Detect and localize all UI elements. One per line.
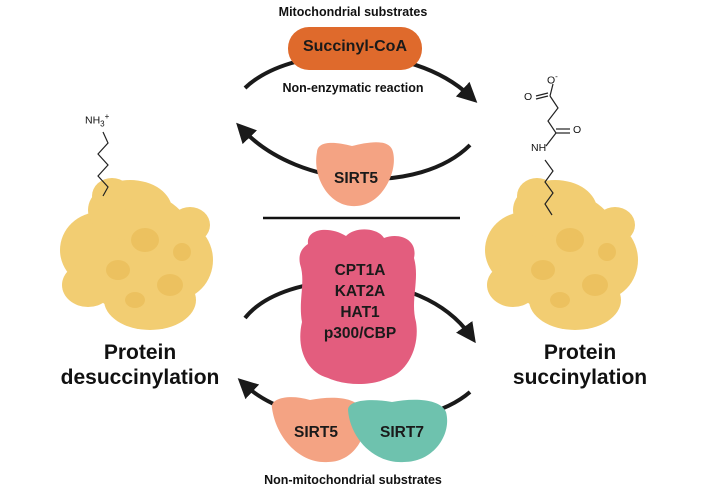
protein-desuccinylation-title-line2: desuccinylation bbox=[60, 366, 220, 389]
writer-label-2: KAT2A bbox=[334, 283, 386, 300]
protein-desuccinylation-title-line1: Protein bbox=[103, 341, 177, 364]
mitochondrial-substrates-label: Mitochondrial substrates bbox=[278, 5, 428, 19]
nh-label: NH bbox=[531, 142, 547, 154]
sirt7-label: SIRT7 bbox=[380, 424, 424, 441]
sirt7-blob bbox=[348, 399, 448, 463]
o-minus-label: O- bbox=[547, 72, 558, 87]
right-protein-blob bbox=[485, 178, 638, 330]
succinyl-coa-pill bbox=[288, 27, 422, 70]
nh3-group: NH3+ bbox=[85, 112, 110, 129]
left-protein-blob bbox=[60, 178, 213, 330]
sirt5-bottom-blob bbox=[271, 397, 365, 463]
protein-succinylation-title-line2: succinylation bbox=[512, 366, 648, 389]
sirt5-top-blob bbox=[316, 142, 394, 207]
right-succinyl-chain bbox=[535, 83, 570, 216]
o-double-right-label: O bbox=[573, 124, 582, 136]
non-mitochondrial-substrates-label: Non-mitochondrial substrates bbox=[264, 473, 442, 487]
writer-complex-blob bbox=[299, 229, 417, 384]
sirt5-bottom-label: SIRT5 bbox=[294, 424, 338, 441]
protein-succinylation-title-line1: Protein bbox=[543, 341, 617, 364]
o-double-left-label: O bbox=[524, 91, 533, 103]
writer-label-1: CPT1A bbox=[334, 262, 386, 279]
writer-label-3: HAT1 bbox=[340, 304, 380, 321]
left-lysine-chain bbox=[97, 131, 109, 197]
writer-label-4: p300/CBP bbox=[323, 325, 397, 342]
succinyl-coa-label: Succinyl-CoA bbox=[302, 38, 407, 55]
sirt5-top-label: SIRT5 bbox=[334, 170, 378, 187]
non-enzymatic-reaction-label: Non-enzymatic reaction bbox=[282, 81, 424, 95]
